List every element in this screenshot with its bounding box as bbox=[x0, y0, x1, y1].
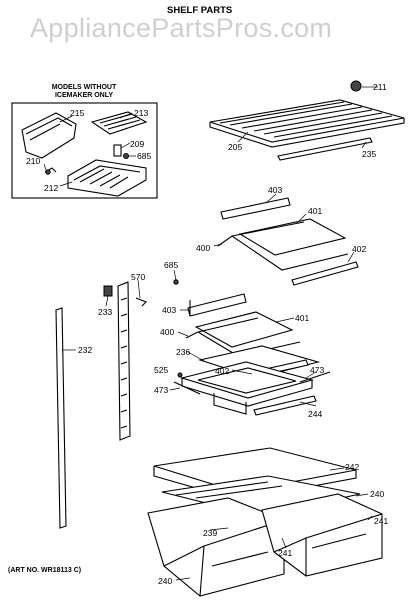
callout-401-lower: 401 bbox=[295, 313, 309, 323]
part-210-clip bbox=[44, 167, 57, 175]
part-pan-support bbox=[179, 361, 315, 415]
callout-401-upper: 401 bbox=[308, 206, 322, 216]
part-241-right-drawer bbox=[261, 493, 383, 577]
part-400-upper-frame bbox=[217, 221, 349, 271]
callout-400-upper: 400 bbox=[196, 243, 210, 253]
callout-240-right: 240 bbox=[370, 489, 384, 499]
part-232-side-rack bbox=[55, 307, 67, 529]
inset-note-line1: MODELS WITHOUT bbox=[52, 84, 117, 91]
callout-473-left: 473 bbox=[154, 385, 168, 395]
part-205-wire-shelf bbox=[209, 99, 405, 148]
part-242-crisper-cover bbox=[153, 447, 357, 501]
callout-215: 215 bbox=[70, 108, 84, 118]
leader-lines bbox=[43, 86, 378, 581]
callout-400-lower: 400 bbox=[160, 327, 174, 337]
art-number: (ART NO. WR18113 C) bbox=[8, 567, 81, 574]
callout-235: 235 bbox=[362, 149, 376, 159]
part-525-screw bbox=[177, 372, 183, 378]
callout-236: 236 bbox=[176, 347, 190, 357]
callout-213: 213 bbox=[134, 108, 148, 118]
callout-232: 232 bbox=[78, 345, 92, 355]
callout-211: 211 bbox=[373, 82, 387, 92]
callout-403-lower: 403 bbox=[162, 305, 176, 315]
callout-525: 525 bbox=[154, 365, 168, 375]
part-570-ladder-rack bbox=[117, 281, 131, 441]
part-211-bumper bbox=[350, 80, 362, 92]
part-473-slide-rails bbox=[173, 371, 331, 395]
part-240-left-drawer bbox=[147, 497, 285, 597]
part-244-slide-trim bbox=[253, 395, 317, 416]
callout-244: 244 bbox=[308, 409, 322, 419]
part-215-ice-bucket bbox=[21, 112, 77, 159]
callout-241-right: 241 bbox=[374, 516, 388, 526]
callout-212: 212 bbox=[44, 183, 58, 193]
watermark: AppliancePartsPros.com bbox=[30, 13, 332, 43]
callout-209: 209 bbox=[130, 139, 144, 149]
part-401-lower-glass bbox=[194, 311, 294, 348]
part-403-upper-rail bbox=[220, 197, 291, 220]
part-212-tray-rack bbox=[67, 159, 147, 197]
callout-241-left: 241 bbox=[278, 548, 292, 558]
part-403-lower-rail bbox=[187, 293, 247, 317]
callout-570: 570 bbox=[131, 272, 145, 282]
part-570-clip bbox=[135, 297, 147, 307]
part-685-screw bbox=[173, 279, 179, 285]
callout-210: 210 bbox=[26, 156, 40, 166]
callout-402-lower: 402 bbox=[215, 366, 229, 376]
callout-205: 205 bbox=[228, 142, 242, 152]
callout-685: 685 bbox=[164, 260, 178, 270]
diagram-title: SHELF PARTS bbox=[167, 5, 232, 16]
callout-242: 242 bbox=[345, 462, 359, 472]
callout-239: 239 bbox=[203, 528, 217, 538]
callout-240-left: 240 bbox=[158, 576, 172, 586]
part-213-ice-tray bbox=[90, 111, 148, 135]
callout-685-inset: 685 bbox=[137, 151, 151, 161]
callout-473-right: 473 bbox=[310, 365, 324, 375]
callout-403-upper: 403 bbox=[268, 185, 282, 195]
inset-icemaker-box: MODELS WITHOUT ICEMAKER ONLY bbox=[11, 84, 158, 199]
part-402-upper-trim bbox=[291, 261, 359, 286]
part-233-bracket bbox=[103, 285, 113, 297]
part-401-upper-glass bbox=[238, 218, 347, 256]
inset-note-line2: ICEMAKER ONLY bbox=[55, 92, 113, 99]
part-209-bracket bbox=[113, 144, 129, 159]
part-235-trim bbox=[277, 137, 373, 161]
callout-233: 233 bbox=[98, 307, 112, 317]
callout-402-upper: 402 bbox=[352, 244, 366, 254]
